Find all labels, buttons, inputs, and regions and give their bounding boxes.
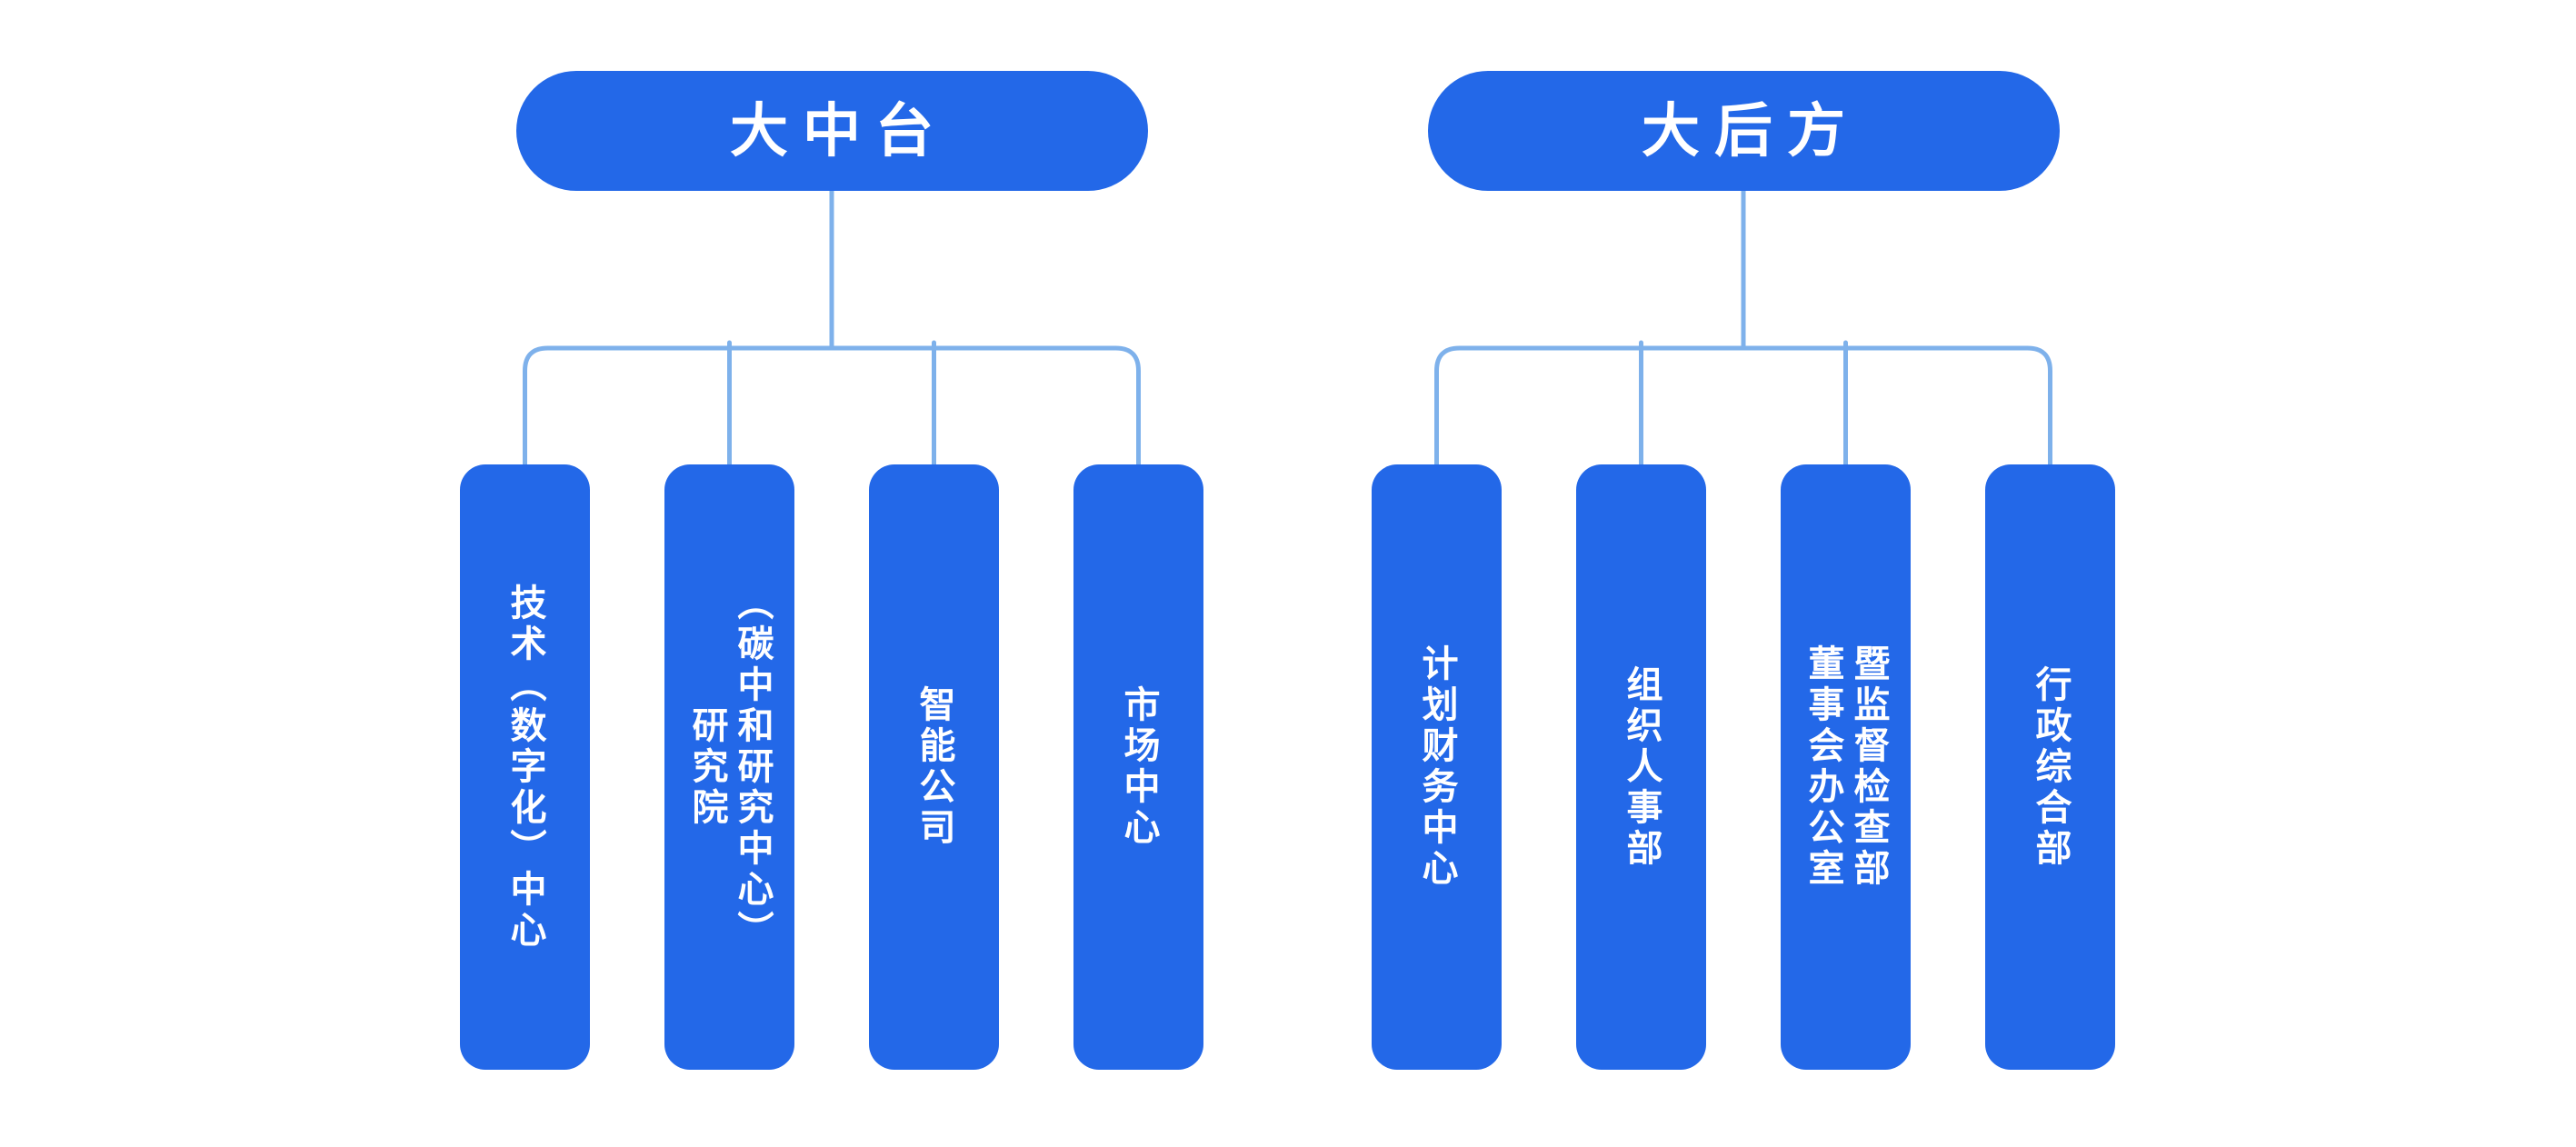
parent-node-label: 大后方 bbox=[1642, 98, 1860, 164]
child-label-line: （碳中和研究中心） bbox=[732, 583, 773, 952]
child-node[interactable]: 行政综合部 bbox=[1985, 464, 2115, 1070]
children-row: 技术（数字化）中心 研究院（碳中和研究中心） 智能公司 市场中心 bbox=[460, 464, 1203, 1070]
child-node[interactable]: 智能公司 bbox=[869, 464, 999, 1070]
parent-node[interactable]: 大后方 bbox=[1427, 71, 2060, 191]
bus-line bbox=[523, 345, 1141, 464]
child-node[interactable]: 市场中心 bbox=[1073, 464, 1203, 1070]
child-node-label: 组织人事部 bbox=[1576, 464, 1706, 1070]
parent-node[interactable]: 大中台 bbox=[515, 71, 1148, 191]
child-label-line: 技术（数字化）中心 bbox=[504, 583, 545, 952]
child-label-line: 市场中心 bbox=[1118, 685, 1159, 849]
child-node-label: 市场中心 bbox=[1073, 464, 1203, 1070]
children-row: 计划财务中心 组织人事部 董事会办公室暨监督检查部 行政综合部 bbox=[1372, 464, 2115, 1070]
connector-lines bbox=[1434, 191, 2052, 464]
bus-line bbox=[1434, 345, 2052, 464]
org-group: 大后方 计划财务中心 组织人事部 董事会办公室暨监督检查部 行政综合部 bbox=[1372, 71, 2115, 1070]
child-node-label: 智能公司 bbox=[869, 464, 999, 1070]
child-node[interactable]: 技术（数字化）中心 bbox=[460, 464, 590, 1070]
child-node-label: 技术（数字化）中心 bbox=[460, 464, 590, 1070]
child-label-line: 董事会办公室 bbox=[1802, 644, 1843, 890]
child-label-line: 智能公司 bbox=[914, 685, 954, 849]
org-group: 大中台 技术（数字化）中心 研究院（碳中和研究中心） 智能公司 市场中心 bbox=[460, 71, 1203, 1070]
child-label-line: 暨监督检查部 bbox=[1848, 644, 1889, 890]
child-node-label: 行政综合部 bbox=[1985, 464, 2115, 1070]
child-node[interactable]: 计划财务中心 bbox=[1372, 464, 1502, 1070]
parent-node-label: 大中台 bbox=[730, 98, 948, 164]
child-node[interactable]: 研究院（碳中和研究中心） bbox=[664, 464, 794, 1070]
child-label-line: 计划财务中心 bbox=[1416, 644, 1457, 890]
connector-lines bbox=[523, 191, 1141, 464]
child-node[interactable]: 董事会办公室暨监督检查部 bbox=[1781, 464, 1911, 1070]
child-label-line: 行政综合部 bbox=[2030, 664, 2071, 870]
child-node[interactable]: 组织人事部 bbox=[1576, 464, 1706, 1070]
child-node-label: 计划财务中心 bbox=[1372, 464, 1502, 1070]
child-label-line: 研究院 bbox=[686, 705, 727, 829]
child-label-line: 组织人事部 bbox=[1621, 664, 1662, 870]
child-node-label: 研究院（碳中和研究中心） bbox=[664, 464, 794, 1070]
child-node-label: 董事会办公室暨监督检查部 bbox=[1781, 464, 1911, 1070]
